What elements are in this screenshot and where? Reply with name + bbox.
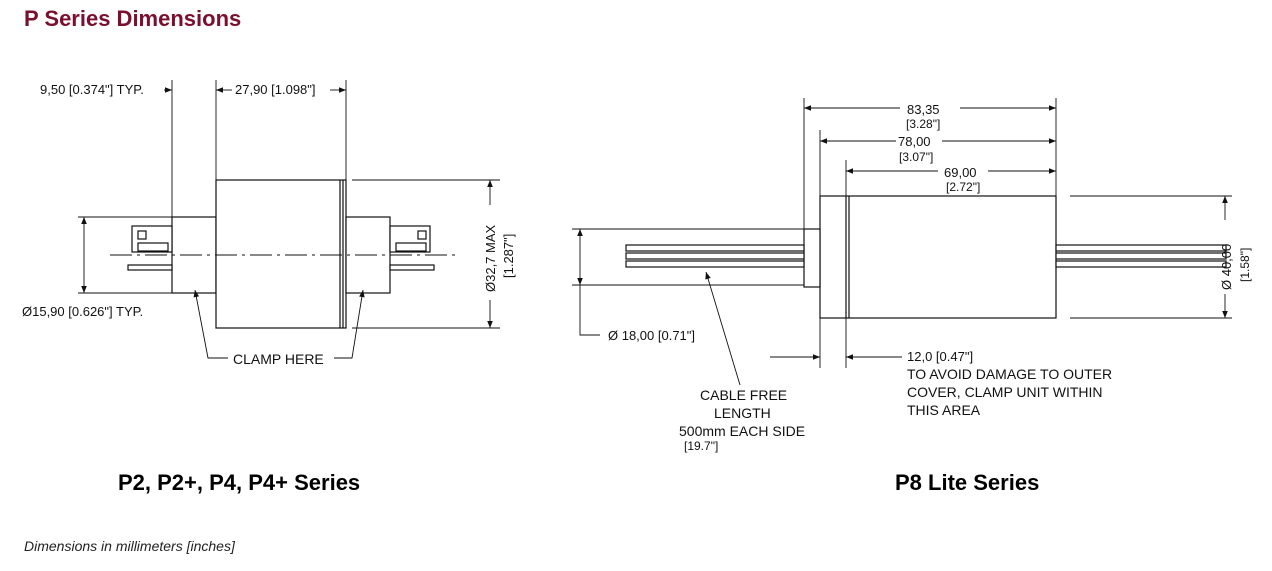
dim-body-mm: 78,00 bbox=[898, 134, 931, 149]
clamp-note-line3: THIS AREA bbox=[907, 402, 981, 418]
dim-height-in-label: [1.287"] bbox=[501, 234, 516, 278]
clamp-here-label: CLAMP HERE bbox=[233, 351, 324, 367]
page-title: P Series Dimensions bbox=[24, 6, 242, 31]
clamp-dim: 12,0 [0.47"] bbox=[907, 349, 973, 364]
dim-typ-label: 9,50 [0.374"] TYP. bbox=[40, 82, 144, 97]
right-drawing bbox=[572, 98, 1232, 386]
clamp-note-line1: TO AVOID DAMAGE TO OUTER bbox=[907, 366, 1112, 382]
dim-shaft-label: Ø15,90 [0.626"] TYP. bbox=[22, 304, 143, 319]
left-caption: P2, P2+, P4, P4+ Series bbox=[118, 470, 361, 495]
cable-note-line3: 500mm EACH SIDE bbox=[679, 423, 805, 439]
units-footnote: Dimensions in millimeters [inches] bbox=[24, 538, 235, 554]
dim-cable-dia: Ø 18,00 [0.71"] bbox=[608, 328, 695, 343]
p8-collar bbox=[803, 228, 821, 288]
dim-height-mm-label: Ø32,7 MAX bbox=[483, 224, 498, 292]
dim-length-label: 27,90 [1.098"] bbox=[235, 82, 316, 97]
cable-note-line4: [19.7"] bbox=[684, 439, 718, 453]
dim-cover-mm: 69,00 bbox=[944, 165, 977, 180]
cable-note-line1: CABLE FREE bbox=[700, 387, 787, 403]
left-drawing bbox=[78, 80, 500, 359]
dim-overall-in: [3.28"] bbox=[906, 117, 940, 131]
dim-dia-mm: Ø 40,00 bbox=[1219, 244, 1234, 290]
dim-body-in: [3.07"] bbox=[899, 150, 933, 164]
dim-overall-mm: 83,35 bbox=[907, 102, 940, 117]
clamp-note-line2: COVER, CLAMP UNIT WITHIN bbox=[907, 384, 1103, 400]
cable-note-line2: LENGTH bbox=[714, 405, 771, 421]
dim-cover-in: [2.72"] bbox=[946, 180, 980, 194]
dim-dia-in: [1.58"] bbox=[1238, 248, 1252, 282]
p8-body bbox=[819, 195, 1057, 319]
left-body bbox=[215, 179, 347, 329]
right-caption: P8 Lite Series bbox=[895, 470, 1040, 495]
